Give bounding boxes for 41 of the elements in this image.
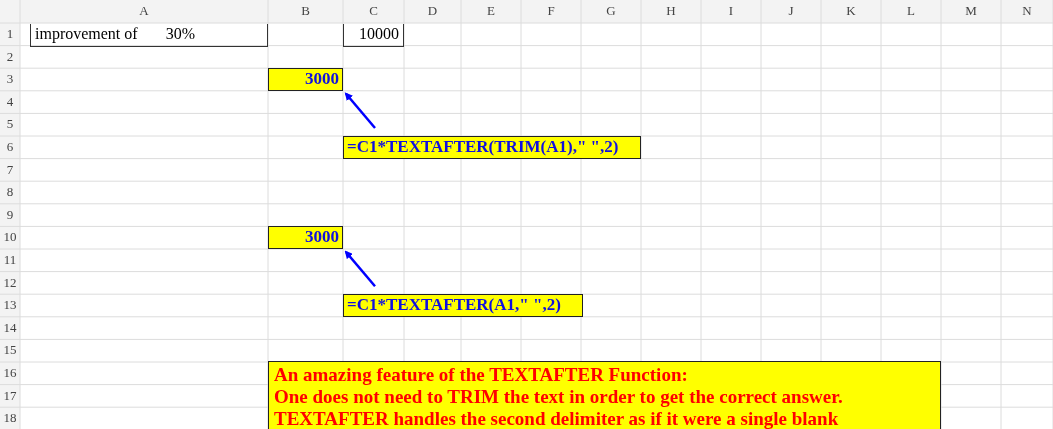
- row-number: 17: [2, 386, 18, 405]
- column-header: B: [300, 2, 311, 20]
- row-number: 5: [5, 115, 15, 134]
- row-number: 10: [2, 228, 18, 247]
- row-number: 18: [2, 409, 18, 428]
- row-number: 16: [2, 364, 18, 382]
- row-number: 4: [5, 92, 15, 111]
- column-header: I: [727, 2, 735, 20]
- row-number: 11: [2, 251, 18, 269]
- note-box: An amazing feature of the TEXTAFTER Function: One does not need to TRIM the text in order to get the correct answer. TEXTAFTER handles the second delimiter as if it were a single blank: [268, 361, 941, 429]
- column-header: A: [138, 2, 150, 20]
- row-number: 8: [5, 183, 15, 202]
- column-header: K: [845, 2, 857, 20]
- row-number: 7: [5, 160, 15, 179]
- column-header: J: [787, 2, 795, 20]
- column-header: H: [665, 2, 677, 20]
- result-cell: 3000: [268, 68, 343, 91]
- row-number: 9: [5, 205, 15, 224]
- row-number: 13: [2, 296, 18, 315]
- result-cell: 3000: [268, 226, 343, 249]
- column-header: N: [1021, 2, 1033, 20]
- row-number: 3: [5, 70, 15, 89]
- row-number: 6: [5, 138, 15, 156]
- column-header: D: [426, 2, 439, 20]
- arrow: [344, 92, 376, 129]
- formula-box: =C1*TEXTAFTER(TRIM(A1)," ",2): [343, 136, 641, 159]
- column-header: L: [906, 2, 916, 20]
- column-header: F: [546, 2, 556, 20]
- column-header: G: [605, 2, 617, 20]
- column-header: C: [368, 2, 379, 20]
- formula-box: =C1*TEXTAFTER(A1," ",2): [343, 294, 583, 317]
- row-number: 12: [2, 273, 18, 292]
- row-number: 14: [2, 318, 18, 337]
- cell-text: 10000: [343, 24, 404, 47]
- row-number: 15: [2, 341, 18, 360]
- arrow: [344, 250, 376, 287]
- row-number: 1: [5, 25, 15, 43]
- column-header: E: [486, 2, 496, 20]
- column-header: M: [964, 2, 978, 20]
- cell-text: improvement of 30%: [30, 24, 268, 47]
- row-number: 2: [5, 47, 15, 66]
